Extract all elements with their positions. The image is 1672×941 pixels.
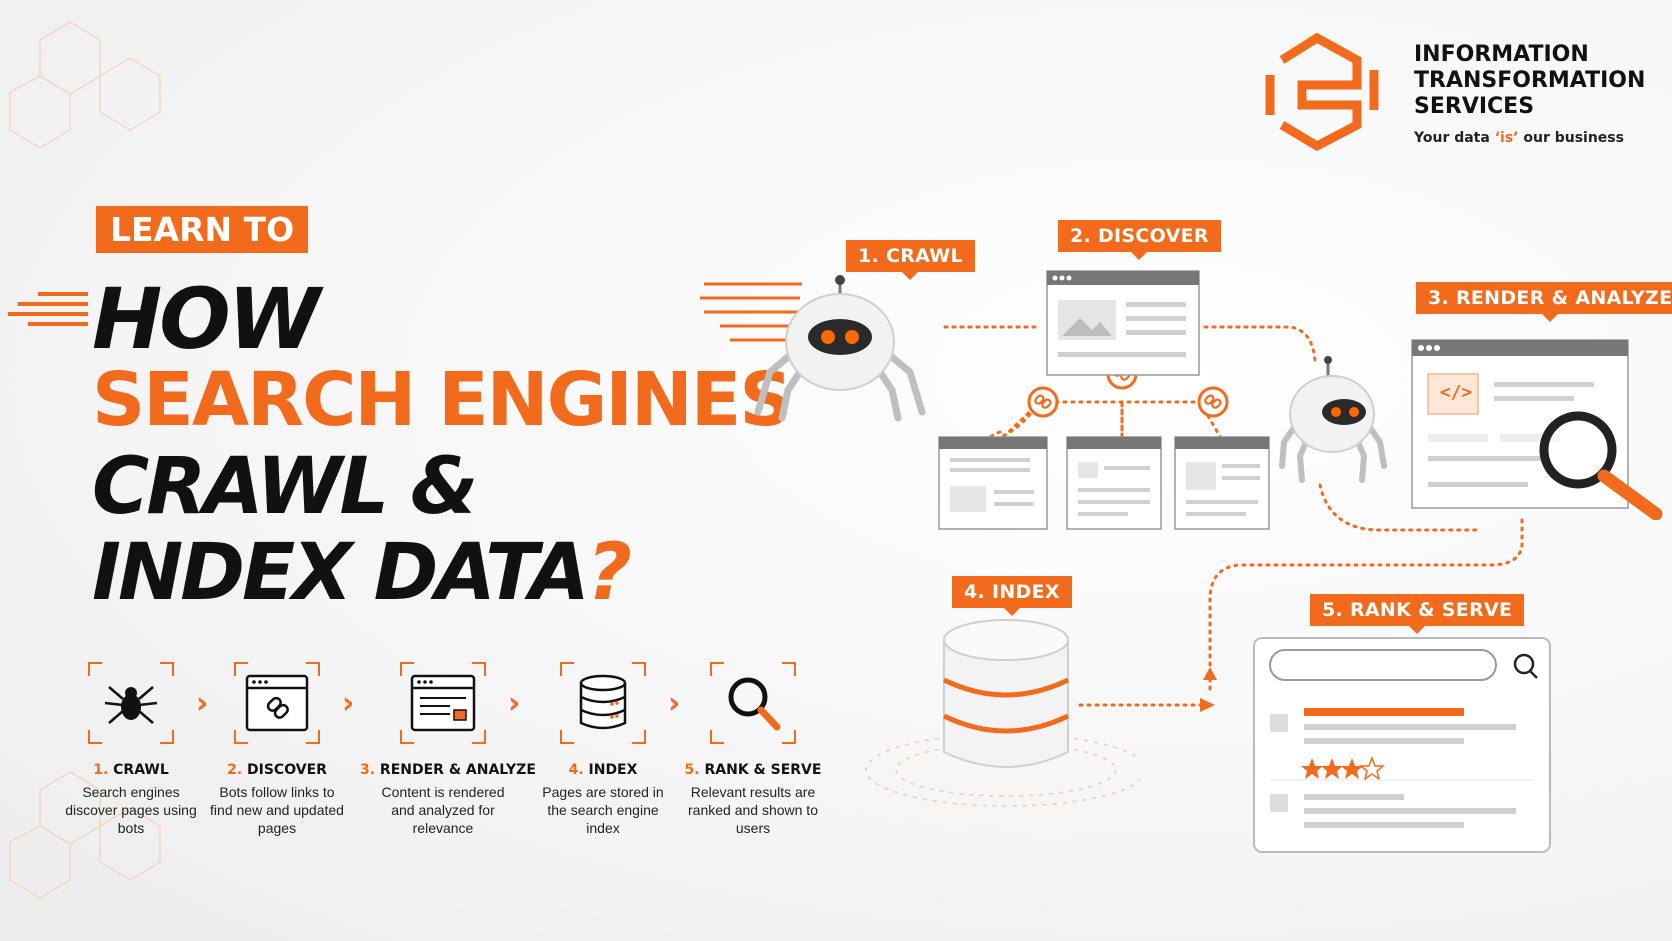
step-card <box>400 662 486 744</box>
step-description: Pages are stored in the search engine in… <box>542 784 664 836</box>
analyzer-robot <box>1279 356 1387 483</box>
brand-line-2: TRANSFORMATION <box>1414 68 1646 93</box>
step-label: RANK & SERVE <box>699 762 822 778</box>
corner-bracket <box>306 662 320 676</box>
brand-tagline: Your data ‘is’ our business <box>1414 130 1624 146</box>
step-title: 3. RENDER & ANALYZE <box>360 762 536 778</box>
step-label: CRAWL <box>108 762 169 778</box>
corner-bracket <box>472 662 486 676</box>
corner-bracket <box>782 730 796 744</box>
brand-line-3: SERVICES <box>1414 94 1535 119</box>
step-label: RENDER & ANALYZE <box>375 762 536 778</box>
hexagon-pattern <box>9 21 161 899</box>
corner-bracket <box>632 730 646 744</box>
step-card <box>234 662 320 744</box>
step-card <box>710 662 796 744</box>
results-window <box>1253 637 1551 853</box>
corner-bracket <box>234 730 248 744</box>
index-database <box>865 619 1140 807</box>
speed-lines <box>8 292 88 326</box>
step-label: INDEX <box>583 762 638 778</box>
search-icon <box>710 662 796 744</box>
label-render: 3. RENDER & ANALYZE <box>1416 282 1672 322</box>
company-logo <box>1265 32 1379 152</box>
corner-bracket <box>234 662 248 676</box>
headline-line-3: CRAWL & <box>92 442 478 532</box>
crawler-robot <box>700 275 926 422</box>
linked-page-2 <box>1066 436 1162 530</box>
corner-bracket <box>560 662 574 676</box>
kicker-badge: LEARN TO <box>96 206 309 253</box>
corner-bracket <box>306 730 320 744</box>
step-description: Bots follow links to find new and update… <box>210 784 344 836</box>
step-title: 2. DISCOVER <box>194 762 360 778</box>
step-number: 2. <box>227 762 243 778</box>
chevron-right-icon: › <box>196 686 209 721</box>
chevron-right-icon: › <box>342 686 355 721</box>
step-number: 1. <box>93 762 109 778</box>
label-discover: 2. DISCOVER <box>1058 220 1221 260</box>
chevron-right-icon: › <box>508 686 521 721</box>
headline-line-2: SEARCH ENGINES <box>92 357 793 443</box>
corner-bracket <box>400 730 414 744</box>
corner-bracket <box>710 730 724 744</box>
step-title: 4. INDEX <box>520 762 686 778</box>
linked-page-3 <box>1174 436 1270 530</box>
step-description: Content is rendered and analyzed for rel… <box>381 784 505 836</box>
step-card <box>88 662 174 744</box>
label-index: 4. INDEX <box>952 576 1072 616</box>
linked-page-1 <box>938 436 1048 530</box>
step-title: 5. RANK & SERVE <box>670 762 836 778</box>
database-icon <box>560 662 646 744</box>
corner-bracket <box>88 730 102 744</box>
link-icon <box>234 662 320 744</box>
render-window <box>1411 339 1663 520</box>
document-icon <box>400 662 486 744</box>
corner-bracket <box>560 730 574 744</box>
label-rank: 5. RANK & SERVE <box>1310 594 1525 634</box>
corner-bracket <box>472 730 486 744</box>
corner-bracket <box>782 662 796 676</box>
corner-bracket <box>400 662 414 676</box>
corner-bracket <box>632 662 646 676</box>
step-number: 4. <box>568 762 584 778</box>
step-title: 1. CRAWL <box>48 762 214 778</box>
chevron-right-icon: › <box>668 686 681 721</box>
spider-icon <box>88 662 174 744</box>
step-description: Search engines discover pages using bots <box>65 784 197 836</box>
headline-line-1: HOW <box>92 270 320 368</box>
step-card <box>560 662 646 744</box>
brand-name: INFORMATION TRANSFORMATION SERVICES Your… <box>1414 42 1645 146</box>
code-icon: </> <box>1439 382 1473 403</box>
brand-line-1: INFORMATION <box>1414 42 1589 67</box>
step-description: Relevant results are ranked and shown to… <box>688 784 818 836</box>
step-label: DISCOVER <box>242 762 327 778</box>
step-number: 3. <box>360 762 376 778</box>
corner-bracket <box>160 662 174 676</box>
step-number: 5. <box>684 762 700 778</box>
discover-window <box>1046 270 1200 376</box>
corner-bracket <box>88 662 102 676</box>
corner-bracket <box>160 730 174 744</box>
headline-line-4: INDEX DATA? <box>92 528 632 618</box>
label-crawl: 1. CRAWL <box>846 240 975 280</box>
corner-bracket <box>710 662 724 676</box>
